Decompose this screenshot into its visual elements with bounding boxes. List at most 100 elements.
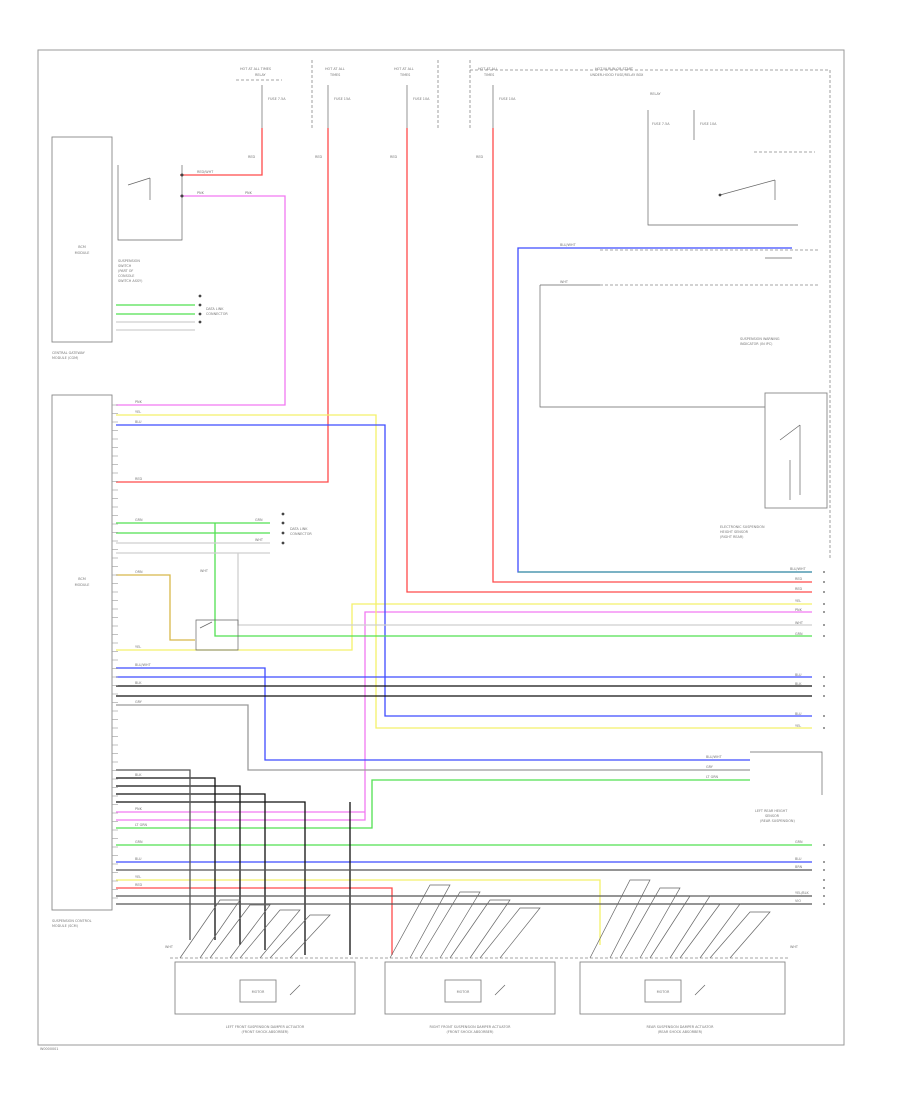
fuse1-label: FUSE 7.5A <box>268 97 286 101</box>
fuse-block-4: HOT AT ALL TIMES FUSE 10A <box>478 67 516 128</box>
left-module-top: BCM MODULE CENTRAL GATEWAY MODULE (CGM) <box>51 136 113 360</box>
wl-yel-3: YEL <box>135 875 141 879</box>
wire-orange-switch <box>116 574 195 641</box>
wl-red-3: RED <box>390 155 397 159</box>
wire-green-lower <box>116 779 812 846</box>
rr-sensor-line-2: SENSOR <box>765 814 780 818</box>
wl-wht-5: WHT <box>165 945 174 949</box>
wl-ltgrn-1: LT GRN <box>135 823 148 827</box>
terminal-dot <box>823 635 825 637</box>
wire-blue-mid-2 <box>116 667 750 761</box>
left-module-top-caption-2: MODULE (CGM) <box>52 356 79 360</box>
terminal-dot <box>823 624 825 626</box>
upper-right-relay-block: HOT IN RUN OR START UNDER-HOOD FUSE/RELA… <box>590 67 815 226</box>
wl-grn-5: GRN <box>795 840 803 844</box>
terminal-dot <box>823 581 825 583</box>
actuator-lf-line-2: (FRONT SHOCK ABSORBER) <box>242 1030 290 1034</box>
terminal-dot <box>823 879 825 881</box>
terminal-dot <box>823 895 825 897</box>
fuse4-line2: TIMES <box>483 73 494 77</box>
wl-red-1: RED <box>248 155 255 159</box>
wire-red-fuse1 <box>180 128 263 176</box>
wl-wht-2: WHT <box>255 538 264 542</box>
dlc-top-label-2: CONNECTOR <box>206 312 228 316</box>
switch-label-5: SWITCH ASSY) <box>118 279 143 283</box>
rr-sensor-line-3: (REAR SUSPENSION) <box>760 819 795 823</box>
height-sensor-line-3: (RIGHT REAR) <box>720 535 744 539</box>
terminal-dot <box>823 861 825 863</box>
wl-wht-3: WHT <box>200 569 209 573</box>
actuator-rf-line-1: RIGHT FRONT SUSPENSION DAMPER ACTUATOR <box>429 1025 511 1029</box>
fuse4-heading: HOT AT ALL <box>478 67 498 71</box>
wl-pnk-5: PNK <box>795 608 803 612</box>
height-sensor-line-2: HEIGHT SENSOR <box>720 530 749 534</box>
left-module-main-caption-2: MODULE (SCM) <box>52 924 79 928</box>
fuse2-line2: TIMES <box>329 73 340 77</box>
wl-pnk-1: PNK <box>197 191 205 195</box>
wire-red-fuse4-long <box>492 128 812 583</box>
wl-blk-1: BLK <box>135 681 142 685</box>
left-module-main-caption-1: SUSPENSION CONTROL <box>52 919 92 923</box>
ur-relay-label: RELAY <box>650 92 662 96</box>
wire-bundles-actuators <box>179 879 771 959</box>
fuse-block-1: HOT AT ALL TIMES RELAY FUSE 7.5A <box>236 67 286 128</box>
fuse3-heading: HOT AT ALL <box>394 67 414 71</box>
terminal-dot <box>823 887 825 889</box>
actuator-lf-name: MOTOR <box>252 990 265 994</box>
actuator-rf-name: MOTOR <box>457 990 470 994</box>
left-module-main-name: BCM <box>78 577 86 581</box>
wire-yellow-lower <box>116 879 601 945</box>
terminal-dot <box>823 603 825 605</box>
fuse4-label: FUSE 10A <box>499 97 516 101</box>
terminal-dot <box>823 903 825 905</box>
fuse-block-2: HOT AT ALL TIMES FUSE 15A <box>325 67 351 128</box>
wire-color-labels: RED RED RED RED RED/WHT PNK PNK BLU/WHT … <box>135 155 809 949</box>
fuse-box-outline <box>311 60 831 560</box>
switch-label-2: SWITCH <box>118 264 132 268</box>
left-module-top-caption-1: CENTRAL GATEWAY <box>52 351 86 355</box>
dlc-mid-label-1: DATA LINK <box>290 527 308 531</box>
wl-blu-2: BLU <box>135 857 142 861</box>
wl-blu-1: BLU <box>135 420 142 424</box>
wl-blk-2: BLK <box>135 773 142 777</box>
ur-heading-2: UNDER-HOOD FUSE/RELAY BOX <box>590 73 644 77</box>
wl-pnk-4: PNK <box>135 807 143 811</box>
rr-sensor-line-1: LEFT REAR HEIGHT <box>755 809 788 813</box>
fuse3-line2: TIMES <box>399 73 410 77</box>
fuse2-label: FUSE 15A <box>334 97 351 101</box>
wl-grn-4: GRN <box>795 632 803 636</box>
actuator-rear-line-2: (REAR SHOCK ABSORBER) <box>658 1030 703 1034</box>
wl-grn-2: GRN <box>255 518 263 522</box>
fuse1-line2: RELAY <box>255 73 267 77</box>
wl-gry-2: GRY <box>706 765 714 769</box>
terminal-dot <box>823 844 825 846</box>
right-rear-height-sensor: LEFT REAR HEIGHT SENSOR (REAR SUSPENSION… <box>750 751 823 823</box>
wl-red-7: RED <box>795 577 802 581</box>
warning-line-1: SUSPENSION WARNING <box>740 337 780 341</box>
wl-vio-1: VIO <box>795 899 801 903</box>
wire-red-lower <box>116 887 393 955</box>
dlc-mid-label-2: CONNECTOR <box>290 532 312 536</box>
right-warning-indicator: SUSPENSION WARNING INDICATOR (IN IPC) <box>600 249 820 346</box>
wire-black-mid <box>116 685 812 697</box>
wl-blu-3: BLU <box>795 673 802 677</box>
wire-pink-upper <box>116 195 286 406</box>
suspension-switch: SUSPENSION SWITCH (PART OF CONSOLE SWITC… <box>117 165 184 283</box>
switch-label-3: (PART OF <box>118 269 133 273</box>
wl-bluwht-1: BLU/WHT <box>560 243 577 247</box>
wire-red-fuse2 <box>116 128 329 483</box>
wire-green-switch <box>116 522 812 637</box>
wl-yel-1: YEL <box>135 410 141 414</box>
left-module-main: BCM MODULE SUSPENSION CONTROL MODULE (SC… <box>51 394 113 928</box>
footer-code: W0000001 <box>40 1047 58 1051</box>
terminal-dot <box>823 571 825 573</box>
ur-fuse-a: FUSE 7.5A <box>652 122 670 126</box>
fuse-block-3: HOT AT ALL TIMES FUSE 10A <box>394 67 430 128</box>
wl-bluwht-2: BLU/WHT <box>135 663 152 667</box>
fuse1-heading: HOT AT ALL TIMES <box>240 67 271 71</box>
dlc-top-label-1: DATA LINK <box>206 307 224 311</box>
terminal-dot <box>823 685 825 687</box>
wl-grn-1: GRN <box>135 518 143 522</box>
terminal-dot <box>823 676 825 678</box>
